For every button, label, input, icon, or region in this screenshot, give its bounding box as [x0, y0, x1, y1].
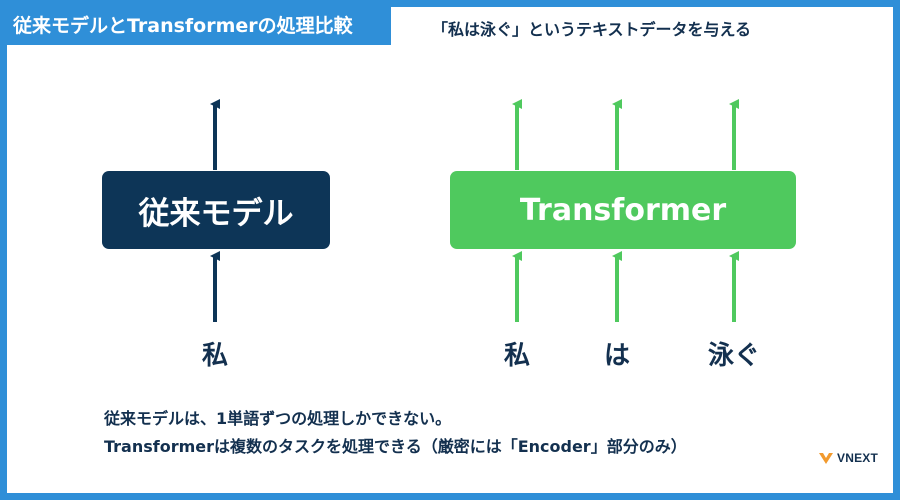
transformer-input-word-1: 私 — [503, 341, 531, 371]
caption-line-2: Transformerは複数のタスクを処理できる（厳密には「Encoder」部分… — [104, 437, 687, 456]
page-title: 従来モデルとTransformerの処理比較 — [7, 7, 391, 45]
transformer-box — [450, 171, 796, 249]
caption-line-1: 従来モデルは、1単語ずつの処理しかできない。 — [104, 409, 452, 428]
page-subtitle: 「私は泳ぐ」というテキストデータを与える — [432, 20, 752, 39]
transformer-input-word-3: 泳ぐ — [707, 341, 761, 371]
brand-logo: VNEXT — [818, 450, 878, 466]
legacy-model-box — [102, 171, 330, 249]
transformer-input-word-2: は — [603, 341, 631, 371]
legacy-input-word: 私 — [201, 341, 229, 371]
vnext-logo-icon — [819, 453, 833, 464]
transformer-label: Transformer — [519, 192, 727, 228]
brand-name: VNEXT — [837, 451, 879, 465]
legacy-model-label: 従来モデル — [138, 195, 294, 232]
